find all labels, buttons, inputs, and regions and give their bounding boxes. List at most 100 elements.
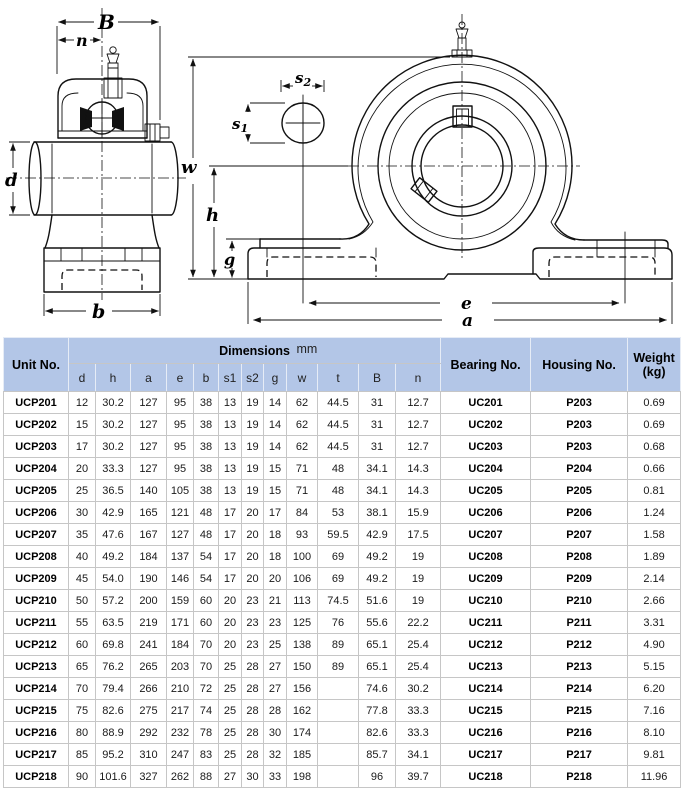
dim-cell-t bbox=[317, 699, 359, 722]
dim-cell-s2: 19 bbox=[241, 457, 264, 480]
bearing-no-cell: UC214 bbox=[440, 677, 532, 700]
dim-cell-e: 184 bbox=[166, 633, 194, 656]
mm-label: mm bbox=[296, 342, 318, 356]
dim-cell-B: 85.7 bbox=[358, 743, 396, 766]
dim-cell-h: 30.2 bbox=[95, 391, 131, 414]
housing-no-cell: P215 bbox=[530, 699, 629, 722]
dimension-label-b: b bbox=[92, 301, 105, 323]
dim-cell-B: 77.8 bbox=[358, 699, 396, 722]
dim-cell-s2: 20 bbox=[241, 545, 264, 568]
dim-cell-a: 127 bbox=[130, 457, 167, 480]
dimension-label-n: n bbox=[76, 31, 88, 50]
dim-cell-w: 113 bbox=[286, 589, 318, 612]
dim-cell-t: 44.5 bbox=[317, 413, 359, 436]
dim-cell-h: 63.5 bbox=[95, 611, 131, 634]
weight-label-line2: (kg) bbox=[642, 364, 666, 379]
dim-cell-w: 138 bbox=[286, 633, 318, 656]
dim-cell-b: 70 bbox=[193, 633, 219, 656]
dim-cell-b: 54 bbox=[193, 567, 219, 590]
dim-cell-a: 127 bbox=[130, 435, 167, 458]
bearing-no-cell: UC208 bbox=[440, 545, 532, 568]
dim-cell-e: 210 bbox=[166, 677, 194, 700]
dim-cell-b: 38 bbox=[193, 435, 219, 458]
dim-cell-h: 101.6 bbox=[95, 765, 131, 788]
unit-no-cell: UCP201 bbox=[3, 391, 69, 414]
dim-cell-w: 71 bbox=[286, 479, 318, 502]
dim-cell-w: 62 bbox=[286, 391, 318, 414]
dim-cell-b: 83 bbox=[193, 743, 219, 766]
weight-cell: 1.24 bbox=[627, 501, 682, 524]
dim-cell-n: 12.7 bbox=[394, 391, 442, 414]
header-unit-no: Unit No. bbox=[3, 337, 69, 392]
unit-no-cell: UCP202 bbox=[3, 413, 69, 436]
dim-cell-t: 48 bbox=[317, 457, 359, 480]
weight-label-line1: Weight bbox=[633, 350, 675, 365]
housing-no-cell: P214 bbox=[530, 677, 629, 700]
dim-cell-w: 162 bbox=[286, 699, 318, 722]
dim-cell-t: 44.5 bbox=[317, 391, 359, 414]
dim-cell-s1: 25 bbox=[218, 721, 242, 744]
dim-cell-g: 20 bbox=[263, 567, 287, 590]
bearing-drawing-svg: B n bbox=[5, 8, 673, 331]
dim-cell-s1: 25 bbox=[218, 743, 242, 766]
dim-cell-w: 62 bbox=[286, 413, 318, 436]
dim-cell-a: 241 bbox=[130, 633, 167, 656]
dim-cell-e: 127 bbox=[166, 523, 194, 546]
dim-cell-h: 88.9 bbox=[95, 721, 131, 744]
dim-cell-e: 247 bbox=[166, 743, 194, 766]
dim-cell-t: 69 bbox=[317, 545, 359, 568]
dim-cell-B: 65.1 bbox=[358, 633, 396, 656]
dim-cell-g: 18 bbox=[263, 545, 287, 568]
header-dim-b: b bbox=[193, 363, 219, 392]
bearing-no-cell: UC207 bbox=[440, 523, 532, 546]
dim-cell-g: 14 bbox=[263, 413, 287, 436]
dim-cell-d: 45 bbox=[68, 567, 96, 590]
bearing-no-cell: UC215 bbox=[440, 699, 532, 722]
dim-cell-B: 74.6 bbox=[358, 677, 396, 700]
dim-cell-g: 21 bbox=[263, 589, 287, 612]
dim-cell-w: 71 bbox=[286, 457, 318, 480]
dim-cell-s1: 13 bbox=[218, 413, 242, 436]
dim-cell-g: 17 bbox=[263, 501, 287, 524]
dim-cell-n: 22.2 bbox=[394, 611, 442, 634]
dim-cell-n: 14.3 bbox=[394, 457, 442, 480]
dim-cell-s2: 19 bbox=[241, 435, 264, 458]
dim-cell-t: 48 bbox=[317, 479, 359, 502]
housing-no-cell: P209 bbox=[530, 567, 629, 590]
dim-cell-a: 266 bbox=[130, 677, 167, 700]
dim-cell-d: 50 bbox=[68, 589, 96, 612]
dim-cell-w: 100 bbox=[286, 545, 318, 568]
housing-no-cell: P203 bbox=[530, 391, 629, 414]
dim-cell-w: 174 bbox=[286, 721, 318, 744]
dim-cell-e: 95 bbox=[166, 413, 194, 436]
dim-cell-g: 14 bbox=[263, 391, 287, 414]
dim-cell-s1: 13 bbox=[218, 391, 242, 414]
dim-cell-n: 15.9 bbox=[394, 501, 442, 524]
dimension-label-a: a bbox=[462, 311, 473, 331]
dim-cell-g: 25 bbox=[263, 633, 287, 656]
dim-cell-g: 18 bbox=[263, 523, 287, 546]
dimension-label-d: d bbox=[5, 170, 18, 191]
dim-cell-s1: 17 bbox=[218, 545, 242, 568]
unit-no-cell: UCP218 bbox=[3, 765, 69, 788]
header-weight: Weight (kg) bbox=[627, 337, 682, 392]
dim-cell-s2: 30 bbox=[241, 765, 264, 788]
dim-cell-g: 14 bbox=[263, 435, 287, 458]
header-dim-e: e bbox=[166, 363, 194, 392]
weight-cell: 2.66 bbox=[627, 589, 682, 612]
unit-no-cell: UCP213 bbox=[3, 655, 69, 678]
bearing-no-cell: UC213 bbox=[440, 655, 532, 678]
housing-no-cell: P204 bbox=[530, 457, 629, 480]
dim-cell-s1: 25 bbox=[218, 655, 242, 678]
dim-cell-t: 44.5 bbox=[317, 435, 359, 458]
